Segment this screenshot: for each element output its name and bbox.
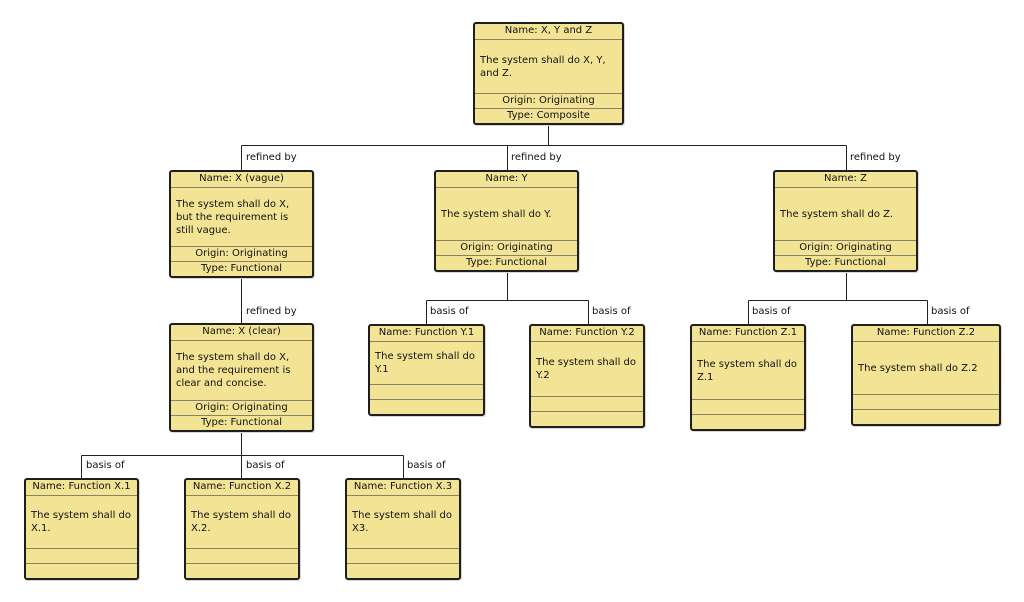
edge-label-x-clear-fx1: basis of — [86, 460, 125, 472]
node-text: The system shall do Z. — [780, 208, 894, 220]
node-text: The system shall do X3. — [352, 510, 452, 534]
node-origin — [692, 399, 804, 414]
node-text: The system shall do Y.1 — [375, 351, 475, 375]
node-origin: Origin: Originating — [436, 240, 577, 255]
node-type: Type: Functional — [171, 261, 312, 276]
edge-label-x-clear-fx2: basis of — [246, 460, 285, 472]
requirement-node-xyz[interactable]: Name: X, Y and Z The system shall do X, … — [473, 22, 624, 125]
node-type — [370, 399, 483, 414]
edge-label-x-clear-fx3: basis of — [407, 460, 446, 472]
node-type — [853, 409, 999, 424]
node-name: Name: Function Y.2 — [531, 326, 643, 342]
requirement-node-y[interactable]: Name: Y The system shall do Y. Origin: O… — [434, 170, 579, 272]
node-origin — [26, 548, 137, 563]
edge-label-z-fz1: basis of — [752, 306, 791, 318]
node-text: The system shall do X, and the requireme… — [176, 352, 291, 389]
node-name: Name: Function Z.1 — [692, 326, 804, 342]
requirement-node-function-z2[interactable]: Name: Function Z.2 The system shall do Z… — [851, 324, 1001, 426]
node-name: Name: Z — [775, 172, 916, 188]
node-name: Name: Function X.3 — [347, 480, 459, 496]
node-type: Type: Functional — [436, 255, 577, 270]
requirement-node-function-y1[interactable]: Name: Function Y.1 The system shall do Y… — [368, 324, 485, 416]
node-type: Type: Functional — [171, 415, 312, 430]
node-origin — [186, 548, 298, 563]
node-type — [347, 563, 459, 578]
requirement-node-function-x2[interactable]: Name: Function X.2 The system shall do X… — [184, 478, 300, 580]
node-text: The system shall do X.1. — [31, 510, 131, 534]
node-name: Name: Function X.1 — [26, 480, 137, 496]
node-origin — [531, 396, 643, 411]
edge-label-xyz-y: refined by — [511, 152, 562, 164]
node-text: The system shall do Y. — [441, 208, 552, 220]
node-type — [26, 563, 137, 578]
requirement-node-x-vague[interactable]: Name: X (vague) The system shall do X, b… — [169, 170, 314, 278]
node-type — [692, 414, 804, 429]
edge-label-xyz-z: refined by — [850, 152, 901, 164]
requirement-node-function-y2[interactable]: Name: Function Y.2 The system shall do Y… — [529, 324, 645, 428]
node-text: The system shall do X, but the requireme… — [176, 198, 290, 236]
node-text: The system shall do X.2. — [191, 510, 291, 534]
node-type: Type: Functional — [775, 255, 916, 270]
node-origin — [853, 394, 999, 409]
requirement-node-function-z1[interactable]: Name: Function Z.1 The system shall do Z… — [690, 324, 806, 431]
edge-label-y-fy2: basis of — [592, 306, 631, 318]
node-name: Name: X (vague) — [171, 172, 312, 188]
node-origin: Origin: Originating — [475, 93, 622, 108]
node-name: Name: Function X.2 — [186, 480, 298, 496]
node-origin — [370, 384, 483, 399]
node-text: The system shall do Z.2 — [858, 362, 978, 374]
requirement-node-x-clear[interactable]: Name: X (clear) The system shall do X, a… — [169, 323, 314, 432]
node-text: The system shall do X, Y, and Z. — [480, 54, 606, 79]
requirement-node-z[interactable]: Name: Z The system shall do Z. Origin: O… — [773, 170, 918, 272]
node-name: Name: X, Y and Z — [475, 24, 622, 40]
node-origin: Origin: Originating — [171, 400, 312, 415]
node-name: Name: Y — [436, 172, 577, 188]
requirement-node-function-x1[interactable]: Name: Function X.1 The system shall do X… — [24, 478, 139, 580]
node-text: The system shall do Y.2 — [536, 357, 636, 381]
node-type — [186, 563, 298, 578]
node-type: Type: Composite — [475, 108, 622, 123]
node-origin: Origin: Originating — [775, 240, 916, 255]
node-origin: Origin: Originating — [171, 246, 312, 261]
requirement-node-function-x3[interactable]: Name: Function X.3 The system shall do X… — [345, 478, 461, 580]
edge-label-y-fy1: basis of — [430, 306, 469, 318]
node-text: The system shall do Z.1 — [697, 358, 797, 383]
edge-label-xyz-x-vague: refined by — [246, 152, 297, 164]
edge-label-x-vague-x-clear: refined by — [246, 306, 297, 318]
node-origin — [347, 548, 459, 563]
edge-label-z-fz2: basis of — [931, 306, 970, 318]
node-name: Name: Function Z.2 — [853, 326, 999, 342]
node-type — [531, 411, 643, 426]
node-name: Name: X (clear) — [171, 325, 312, 341]
node-name: Name: Function Y.1 — [370, 326, 483, 342]
